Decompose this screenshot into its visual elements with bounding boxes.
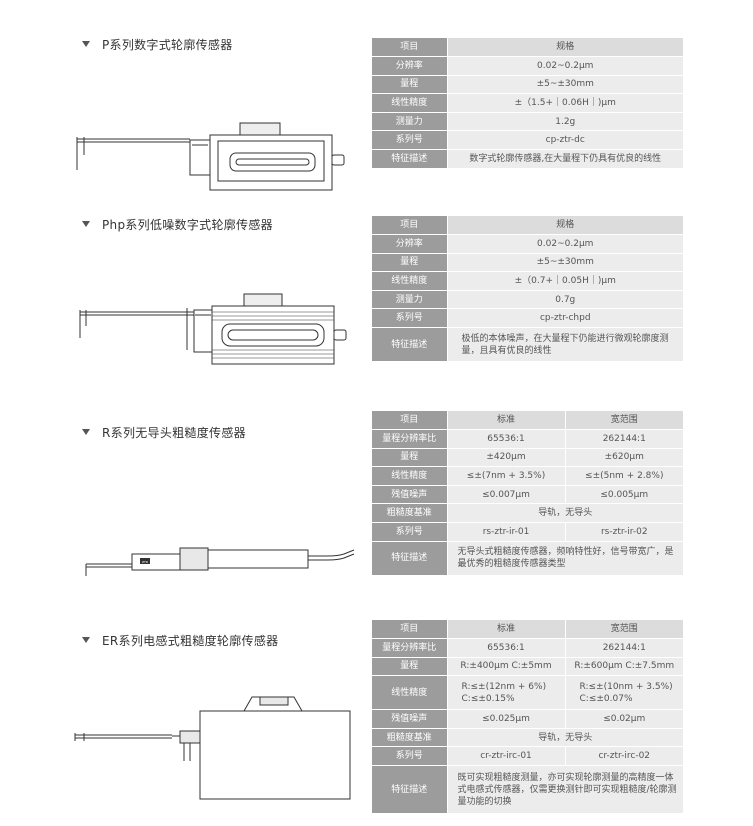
- er-sensor-diagram: [74, 696, 351, 800]
- section-title-p: P系列数字式轮廓传感器: [82, 36, 233, 53]
- section-title-r: R系列无导头粗糙度传感器: [82, 424, 246, 441]
- triangle-down-icon: [82, 429, 90, 435]
- triangle-down-icon: [82, 637, 90, 643]
- php-sensor-diagram: [79, 293, 347, 365]
- p-sensor-diagram: [76, 122, 345, 191]
- section-title-php: Php系列低噪数字式轮廓传感器: [82, 216, 273, 233]
- section-title-er: ER系列电感式粗糙度轮廓传感器: [82, 632, 278, 649]
- r-sensor-diagram: ZTR: [85, 547, 355, 576]
- triangle-down-icon: [82, 221, 90, 227]
- triangle-down-icon: [82, 41, 90, 47]
- r-sensor-tag: ZTR: [142, 560, 148, 564]
